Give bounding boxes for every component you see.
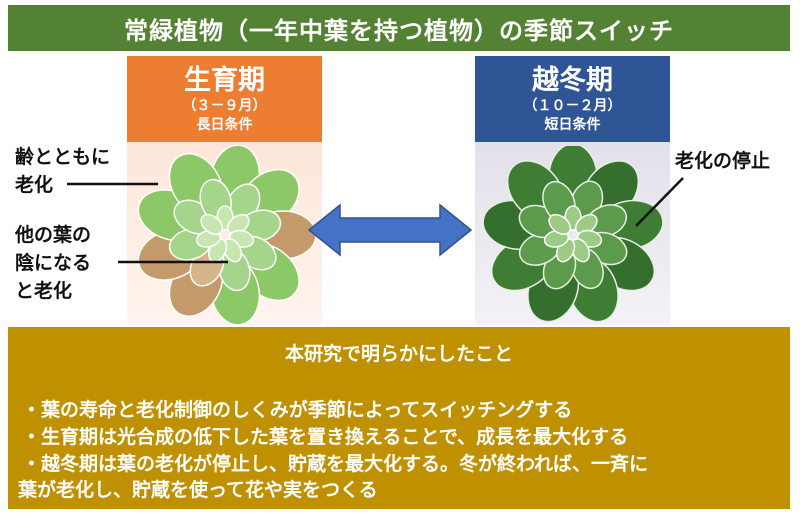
winter-season-name: 越冬期 <box>532 64 613 96</box>
winter-season-months: （１０－２月） <box>523 97 622 114</box>
growing-season-header: 生育期 （３－９月） 長日条件 <box>127 56 322 142</box>
senescence-stop-pointer <box>635 177 684 227</box>
age-senescence-label-line2: 老化 <box>15 174 54 196</box>
dark-green-leaf <box>548 213 572 235</box>
growing-season-condition: 長日条件 <box>196 116 253 133</box>
finding-item: 葉が老化し、貯蔵を使って花や実をつくる <box>18 479 378 501</box>
green-leaf <box>200 213 224 235</box>
winter-season-header: 越冬期 （１０－２月） 短日条件 <box>475 56 670 142</box>
age-senescence-label-line1: 齢とともに <box>15 146 111 168</box>
finding-item: ・越冬期は葉の老化が停止し、貯蔵を最大化する。冬が終われば、一斉に <box>22 453 649 475</box>
finding-item: ・葉の寿命と老化制御のしくみが季節によってスイッチングする <box>22 399 573 421</box>
findings-heading: 本研究で明らかにしたこと <box>284 343 513 365</box>
shade-senescence-label: 他の葉の 陰になる と老化 <box>15 221 91 305</box>
senescence-stop-label: 老化の停止 <box>675 150 771 172</box>
winter-rosette-plant <box>482 146 664 323</box>
growing-season-months: （３－９月） <box>182 97 267 114</box>
growing-season-name: 生育期 <box>184 64 265 96</box>
diagram-title: 常緑植物（一年中葉を持つ植物）の季節スイッチ <box>8 5 790 51</box>
shade-senescence-label-line2: 陰になる <box>15 252 92 274</box>
finding-item: ・生育期は光合成の低下した葉を置き換えることで、成長を最大化する <box>22 426 629 448</box>
shade-senescence-label-line1: 他の葉の <box>15 224 92 246</box>
season-switch-double-arrow <box>307 203 473 257</box>
findings-panel: 本研究で明らかにしたこと ・葉の寿命と老化制御のしくみが季節によってスイッチング… <box>8 327 790 509</box>
shade-senescence-label-line3: と老化 <box>15 280 73 302</box>
winter-season-condition: 短日条件 <box>544 116 601 133</box>
growing-rosette-plant <box>137 145 317 325</box>
age-senescence-label: 齢とともに 老化 <box>15 143 110 199</box>
